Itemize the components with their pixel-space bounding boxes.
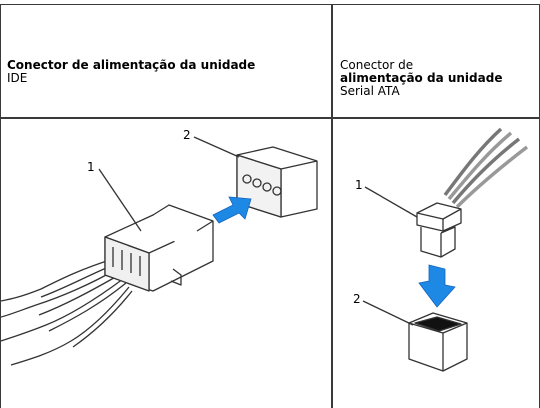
sata-header-title: alimentação da unidade xyxy=(340,71,503,85)
table-row-divider xyxy=(0,117,540,119)
sata-header-subtitle: Serial ATA xyxy=(340,84,400,98)
ide-callout-1: 1 xyxy=(87,160,95,174)
ide-header-title: Conector de alimentação da unidade xyxy=(7,58,256,72)
sata-header-line1: Conector de xyxy=(340,58,414,72)
table-column-divider xyxy=(331,4,333,408)
ide-callout-2: 2 xyxy=(183,128,191,142)
sata-callout-2: 2 xyxy=(353,292,361,306)
sata-header-cell: Conector de alimentação da unidade Seria… xyxy=(340,59,538,98)
table-border-left xyxy=(0,4,1,408)
table-border-top xyxy=(0,4,540,5)
ide-header-cell: Conector de alimentação da unidade IDE xyxy=(7,59,327,85)
sata-power-connector-illustration: 1 2 xyxy=(353,127,529,372)
insert-arrow-icon xyxy=(212,196,252,224)
ide-power-connector-illustration: 1 2 xyxy=(1,128,318,366)
sata-callout-1: 1 xyxy=(355,178,363,192)
ide-header-subtitle: IDE xyxy=(7,71,28,85)
